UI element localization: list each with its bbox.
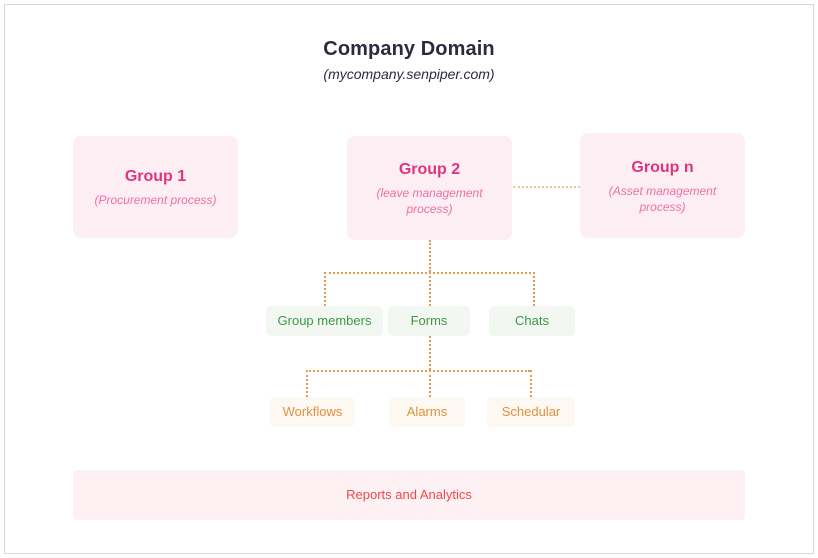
group-2-title: Group 2: [398, 161, 461, 178]
tool-label-workflows: Workflows: [282, 404, 343, 419]
tool-box-alarms[interactable]: Alarms: [389, 397, 465, 427]
tool-box-schedular[interactable]: Schedular: [487, 397, 575, 427]
connector-to-group-members: [324, 272, 326, 306]
feature-box-forms[interactable]: Forms: [388, 306, 470, 336]
connector-to-alarms: [429, 370, 431, 397]
group-box-n[interactable]: Group n (Asset management process): [580, 133, 745, 238]
feature-label-forms: Forms: [410, 313, 448, 328]
feature-box-group-members[interactable]: Group members: [266, 306, 383, 336]
page-title: Company Domain: [323, 38, 495, 60]
group-n-subtitle: (Asset management process): [608, 183, 717, 214]
connector-group2-down: [429, 240, 431, 272]
connector-tool-bus: [306, 370, 530, 372]
connector-to-forms: [429, 272, 431, 306]
feature-box-chats[interactable]: Chats: [489, 306, 575, 336]
diagram-header: Company Domain (mycompany.senpiper.com): [0, 36, 818, 84]
connector-group2-to-groupn: [513, 186, 580, 188]
tool-label-schedular: Schedular: [501, 404, 561, 419]
connector-to-schedular: [530, 370, 532, 397]
reports-and-analytics-bar[interactable]: Reports and Analytics: [73, 470, 745, 520]
feature-label-group-members: Group members: [277, 313, 372, 328]
connector-to-workflows: [306, 370, 308, 397]
group-n-title: Group n: [631, 158, 694, 176]
tool-box-workflows[interactable]: Workflows: [270, 397, 355, 427]
group-1-title: Group 1: [124, 168, 187, 185]
feature-label-chats: Chats: [515, 313, 549, 328]
group-2-subtitle: (leave management process): [376, 186, 483, 216]
group-box-1[interactable]: Group 1 (Procurement process): [73, 136, 238, 238]
group-box-2[interactable]: Group 2 (leave management process): [347, 136, 512, 240]
domain-subtitle: (mycompany.senpiper.com): [323, 66, 495, 82]
reports-and-analytics-label: Reports and Analytics: [346, 487, 472, 502]
connector-to-chats: [533, 272, 535, 306]
connector-forms-down: [429, 336, 431, 370]
group-1-subtitle: (Procurement process): [94, 193, 217, 207]
tool-label-alarms: Alarms: [406, 404, 448, 419]
